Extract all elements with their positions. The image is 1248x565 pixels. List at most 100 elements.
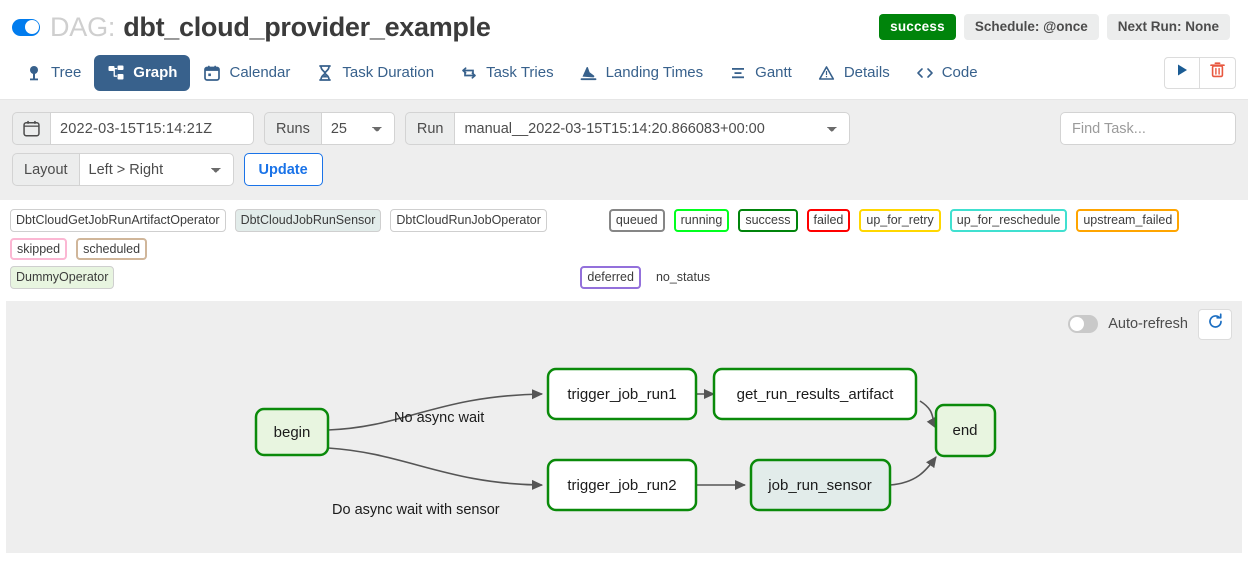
graph-node-begin[interactable]: begin [254, 407, 330, 456]
legend-row: DbtCloudGetJobRunArtifactOperator DbtClo… [6, 209, 1242, 260]
legend-operator[interactable]: DbtCloudGetJobRunArtifactOperator [10, 209, 226, 232]
tab-graph[interactable]: Graph [94, 54, 191, 91]
search-input[interactable] [1060, 112, 1236, 145]
legend-state-scheduled[interactable]: scheduled [76, 237, 148, 260]
edge-label-no-async-wait: No async wait [394, 410, 484, 426]
trash-icon [1210, 62, 1225, 83]
dag-pause-toggle[interactable] [12, 18, 40, 36]
status-badge: success [879, 13, 956, 41]
trigger-dag-button[interactable] [1164, 56, 1200, 89]
legend-operator[interactable]: DummyOperator [10, 266, 115, 289]
tab-label: Graph [133, 64, 178, 81]
graph-canvas[interactable]: Auto-refresh No async [6, 300, 1242, 553]
layout-group: Layout Left > Right [12, 153, 234, 186]
legend-state-up-for-reschedule[interactable]: up_for_reschedule [949, 209, 1068, 232]
refresh-icon [1207, 313, 1224, 335]
graph-node-trigger-job-run2[interactable]: trigger_job_run2 [546, 458, 698, 511]
play-icon [1175, 63, 1189, 82]
legend-state-success[interactable]: success [738, 209, 798, 232]
tab-code[interactable]: Code [903, 55, 991, 91]
landing-icon [580, 64, 598, 82]
graph-node-end[interactable]: end [934, 403, 997, 457]
page-title: dbt_cloud_provider_example [123, 11, 491, 42]
tab-gantt[interactable]: Gantt [716, 55, 805, 91]
edge-label-async-wait-sensor: Do async wait with sensor [332, 502, 500, 518]
edge-artifact-to-end[interactable] [919, 399, 937, 429]
legend-state-no-status[interactable]: no_status [655, 270, 711, 284]
legend-state-upstream-failed[interactable]: upstream_failed [1076, 209, 1180, 232]
tab-label: Landing Times [605, 64, 704, 81]
tab-task-duration[interactable]: Task Duration [303, 55, 447, 91]
node-label: end [952, 421, 977, 438]
run-select[interactable]: manual__2022-03-15T15:14:20.866083+00:00 [454, 112, 851, 145]
base-date-group [12, 112, 254, 145]
node-label: job_run_sensor [767, 476, 871, 493]
filter-row-primary: Runs 25 Run manual__2022-03-15T15:14:20.… [12, 112, 1236, 145]
legend-operator[interactable]: DbtCloudJobRunSensor [234, 209, 382, 232]
run-label: Run [404, 112, 455, 145]
filter-row-layout: Layout Left > Right Update [12, 153, 1236, 186]
hourglass-icon [316, 64, 334, 82]
runs-group: Runs 25 [264, 112, 395, 145]
graph-edge-labels: No async wait Do async wait with sensor [332, 410, 500, 518]
alert-triangle-icon [818, 64, 836, 82]
edge-sensor-to-end[interactable] [889, 455, 937, 486]
delete-dag-button[interactable] [1200, 56, 1236, 89]
retry-icon [460, 64, 478, 82]
tab-task-tries[interactable]: Task Tries [447, 55, 567, 91]
runs-label: Runs [264, 112, 321, 145]
tab-label: Task Tries [486, 64, 554, 81]
legend-section: DbtCloudGetJobRunArtifactOperator DbtClo… [0, 200, 1248, 295]
legend-state-skipped[interactable]: skipped [10, 237, 68, 260]
graph-node-job-run-sensor[interactable]: job_run_sensor [749, 458, 892, 511]
run-group: Run manual__2022-03-15T15:14:20.866083+0… [404, 112, 851, 145]
node-label: trigger_job_run1 [567, 385, 676, 402]
update-button[interactable]: Update [243, 153, 323, 186]
tab-details[interactable]: Details [805, 55, 903, 91]
graph-node-get-run-results-artifact[interactable]: get_run_results_artifact [712, 367, 918, 420]
graph-toolbar: Auto-refresh [1068, 308, 1232, 340]
legend-operator[interactable]: DbtCloudRunJobOperator [390, 209, 547, 232]
graph-node-trigger-job-run1[interactable]: trigger_job_run1 [546, 367, 698, 420]
tab-label: Details [843, 64, 890, 81]
runs-select[interactable]: 25 [320, 112, 395, 145]
graph-edges [327, 388, 937, 490]
edge-begin-to-trigger-job-run1[interactable] [327, 388, 544, 431]
node-label: trigger_job_run2 [567, 476, 676, 493]
graph-icon [107, 64, 125, 82]
legend-state-queued[interactable]: queued [608, 209, 665, 232]
tab-label: Task Duration [342, 64, 435, 81]
code-icon [916, 64, 934, 82]
calendar-icon[interactable] [12, 112, 50, 145]
filter-bar: Runs 25 Run manual__2022-03-15T15:14:20.… [0, 100, 1248, 200]
tab-calendar[interactable]: Calendar [190, 55, 303, 91]
header-badges: success Schedule: @once Next Run: None [879, 13, 1236, 41]
legend-state-running[interactable]: running [673, 209, 730, 232]
edge-begin-to-trigger-job-run2[interactable] [327, 446, 544, 490]
tab-tree[interactable]: Tree [12, 55, 94, 91]
node-label: begin [274, 423, 311, 440]
layout-label: Layout [12, 153, 79, 186]
gantt-icon [729, 64, 747, 82]
next-run-badge: Next Run: None [1106, 13, 1230, 41]
auto-refresh-label: Auto-refresh [1108, 316, 1188, 332]
page-header: DAG: dbt_cloud_provider_example success … [0, 0, 1248, 46]
tab-label: Code [941, 64, 978, 81]
auto-refresh-toggle[interactable] [1068, 315, 1099, 333]
dag-graph[interactable]: No async wait Do async wait with sensor … [6, 301, 1242, 553]
view-tabs: Tree Graph Calendar Task Duration Task T… [0, 46, 1248, 100]
tree-icon [25, 64, 43, 82]
node-label: get_run_results_artifact [737, 385, 895, 402]
legend-row: DummyOperator deferred no_status [6, 266, 1242, 289]
layout-select[interactable]: Left > Right [78, 153, 234, 186]
legend-state-up-for-retry[interactable]: up_for_retry [859, 209, 941, 232]
refresh-button[interactable] [1198, 308, 1232, 340]
dag-actions [1164, 56, 1236, 89]
legend-state-failed[interactable]: failed [806, 209, 851, 232]
tab-label: Calendar [229, 64, 291, 81]
tab-landing-times[interactable]: Landing Times [567, 55, 717, 91]
legend-state-deferred[interactable]: deferred [580, 266, 641, 289]
schedule-badge[interactable]: Schedule: @once [963, 13, 1099, 41]
base-date-input[interactable] [50, 112, 254, 145]
dag-prefix-label: DAG: [50, 11, 116, 42]
